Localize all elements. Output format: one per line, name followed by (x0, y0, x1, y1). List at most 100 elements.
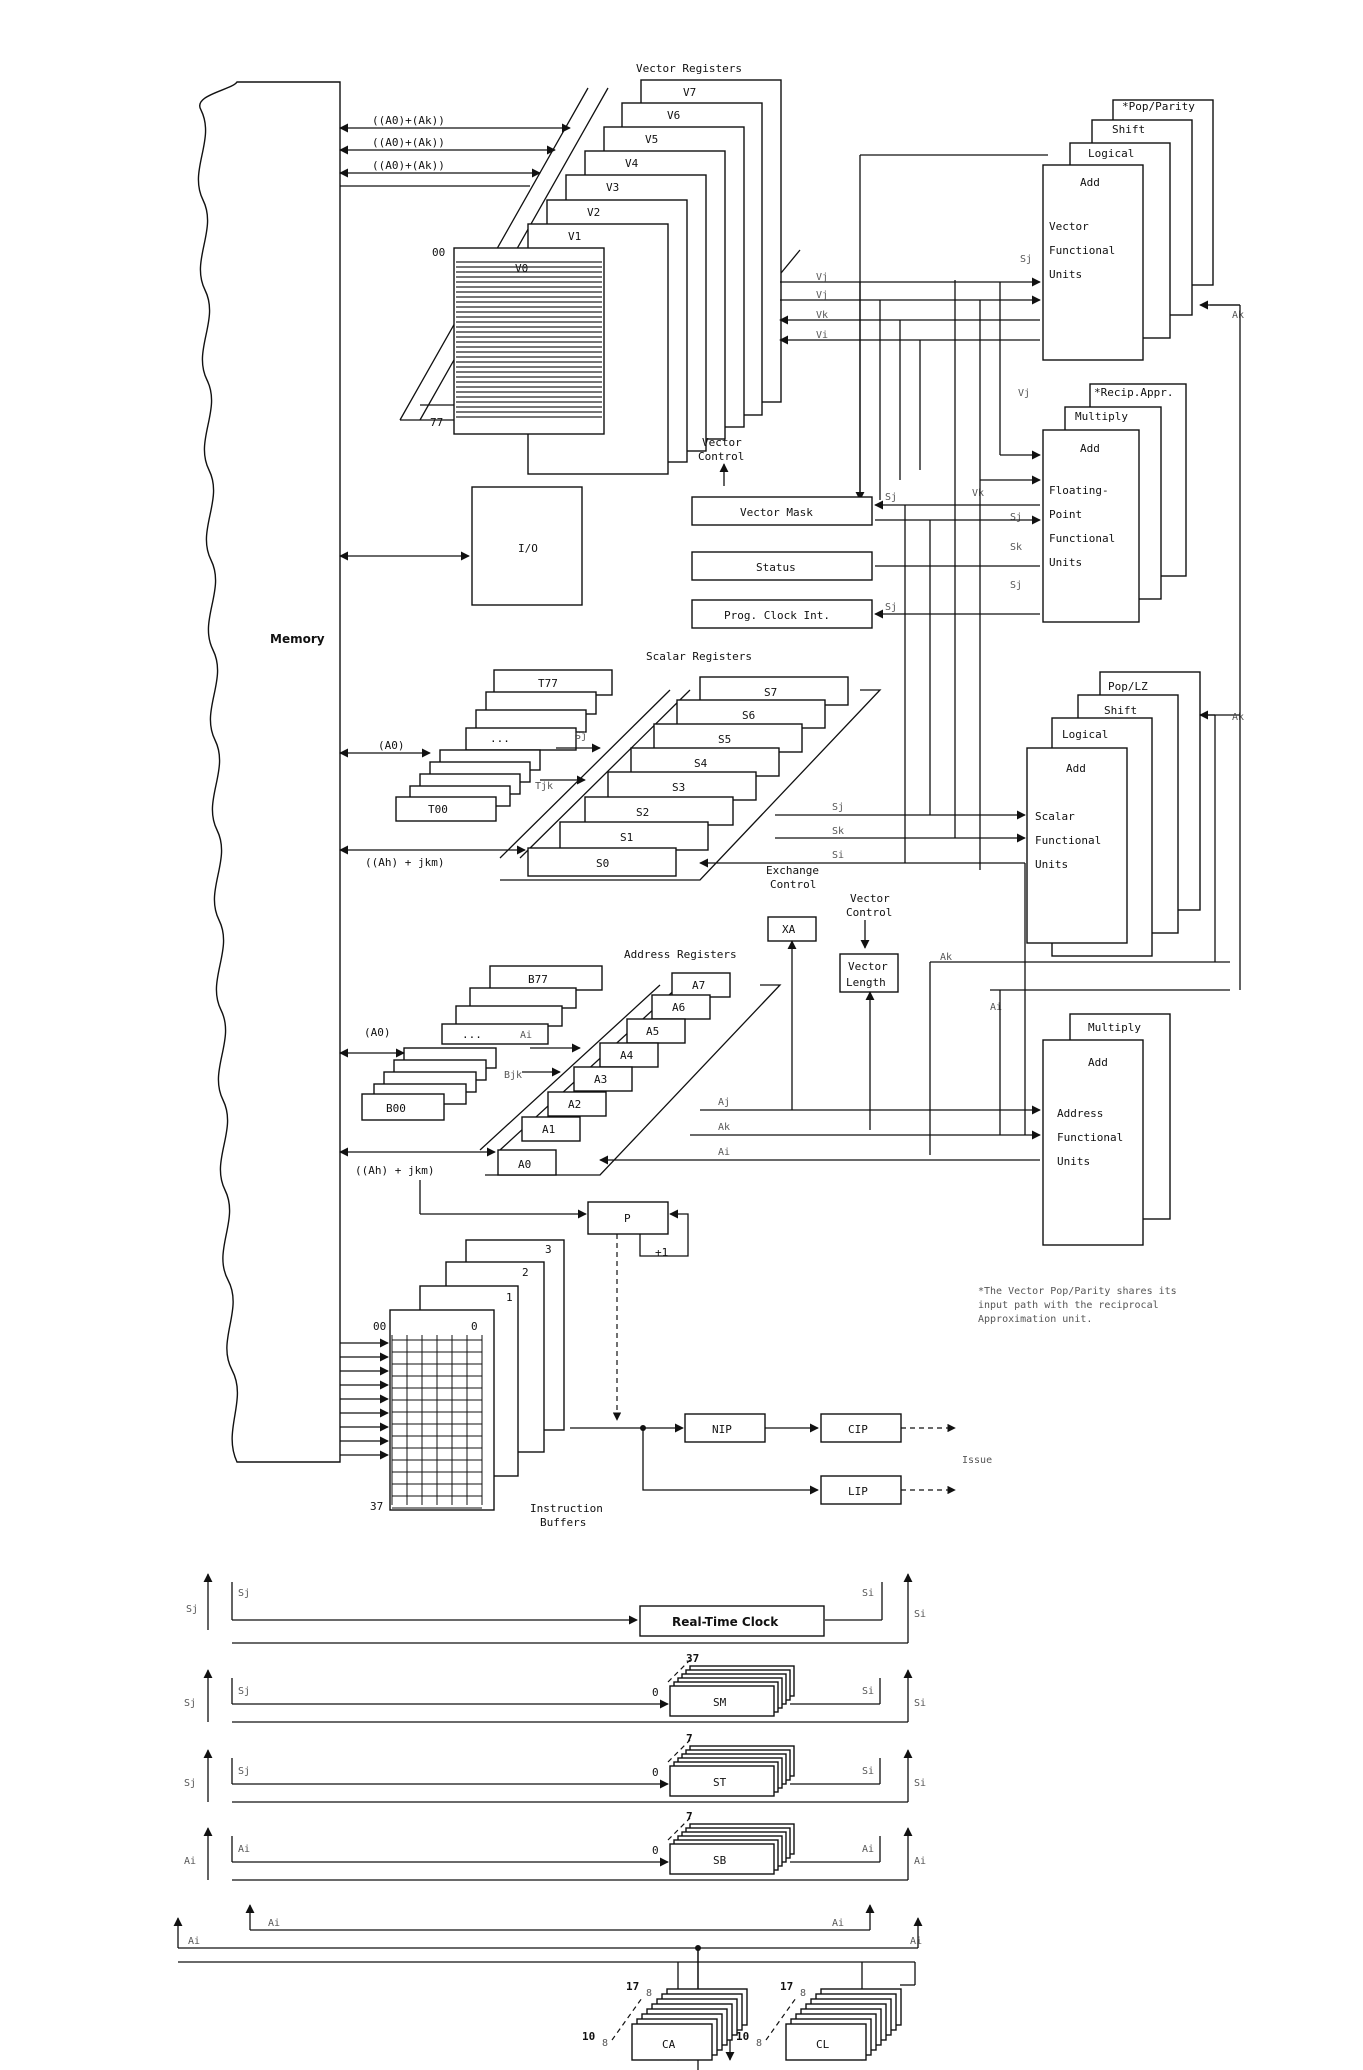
status-label: Status (756, 561, 796, 574)
memory-label: Memory (270, 632, 325, 646)
xa-label: XA (782, 923, 796, 936)
vbus-label: Vi (816, 330, 828, 341)
cl-reg-layer (785, 2023, 867, 2061)
issue-label: Issue (962, 1455, 992, 1466)
fp-input-label: Sj (1010, 580, 1022, 591)
status-box (691, 551, 873, 581)
breg-dots: ... (462, 1028, 482, 1041)
vector-registers: Vector Registers V7 V6 V5 V4 V3 V2 V1 V0… (399, 62, 801, 475)
vunit-caption: Units (1049, 268, 1082, 281)
scalar-registers-title: Scalar Registers (646, 650, 752, 663)
vlength-ak: Ak (940, 952, 952, 963)
vector-functional-units: *Pop/Parity Shift Logical Add Vector Fun… (1042, 99, 1244, 361)
aunit-caption: Functional (1057, 1131, 1123, 1144)
vreg-label: V5 (645, 133, 658, 146)
vbus-label: Vj (816, 290, 828, 301)
fp-input-label: Sk (1010, 542, 1022, 553)
rtc-right-out: Si (862, 1588, 874, 1599)
cl-lo: 10 (736, 2030, 749, 2043)
sunit-caption: Scalar (1035, 810, 1075, 823)
sreg-label: S6 (742, 709, 755, 722)
breg-bottom-label: B00 (386, 1102, 406, 1115)
ibuf-title: Buffers (540, 1516, 586, 1529)
st-left-side: Sj (184, 1778, 196, 1789)
mem-path-label: ((A0)+(Ak)) (372, 114, 445, 127)
st-label: ST (713, 1776, 727, 1789)
vector-registers-title: Vector Registers (636, 62, 742, 75)
vreg-label: V1 (568, 230, 581, 243)
scalar-registers: Scalar Registers S7 S6 S5 S4 S3 S2 S1 S0… (339, 650, 882, 881)
sb-reg-layer (669, 1843, 775, 1875)
areg-label: A3 (594, 1073, 607, 1086)
abus-label: Ai (718, 1147, 730, 1158)
st-right-out: Si (862, 1766, 874, 1777)
prog-clock-box (691, 599, 873, 629)
vlength-reg: Vector (848, 960, 888, 973)
memory-to-buffer-arrows (340, 1338, 389, 1460)
rtc-right-side: Si (914, 1609, 926, 1620)
vlength-title: Control (846, 906, 892, 919)
vlength-title: Vector (850, 892, 890, 905)
ca-reg-layer (631, 2023, 713, 2061)
sbus-label: Si (832, 850, 844, 861)
cl-label: CL (816, 2038, 830, 2051)
breg-side-label: Bjk (504, 1070, 522, 1081)
sunit-ak-label: Ak (1232, 712, 1244, 723)
lip-box (820, 1475, 902, 1505)
mem-path-label: ((A0)+(Ak)) (372, 136, 445, 149)
real-time-clock: Real-Time Clock Sj Si Sj Si (186, 1573, 926, 1644)
sreg-label: S2 (636, 806, 649, 819)
address-registers: Address Registers A7 A6 A5 A4 A3 A2 A1 A… (339, 948, 782, 1177)
areg-mem-a0: (A0) (364, 1026, 391, 1039)
abus-left-1: Ai (268, 1918, 280, 1929)
rtc-left-side: Sj (186, 1604, 198, 1615)
fpunit-caption: Units (1049, 556, 1082, 569)
sm-reg-layer (669, 1685, 775, 1717)
sunit-caption: Functional (1035, 834, 1101, 847)
vreg-label: V2 (587, 206, 600, 219)
io-label: I/O (518, 542, 538, 555)
vmask-sj-label: Sj (885, 492, 897, 503)
vunit-stack-label: Shift (1112, 123, 1145, 136)
ibuf-number: 2 (522, 1266, 529, 1279)
vector-control: Vector Control Vector Mask Status Prog. … (691, 436, 1041, 629)
fp-input-label: Vj (1018, 388, 1030, 399)
sunit-stack-label: Shift (1104, 704, 1137, 717)
fpunit-stack-label: Multiply (1075, 410, 1128, 423)
memory-block: Memory (197, 81, 341, 1463)
scalar-buses: Sj Sk Si (699, 280, 1026, 870)
sunit-stack-label: Logical (1062, 728, 1108, 741)
abus-left-2: Ai (188, 1936, 200, 1947)
abus-right-2: Ai (910, 1936, 922, 1947)
treg-side-label: Tjk (535, 781, 553, 792)
areg-label: A4 (620, 1049, 634, 1062)
scalar-functional-units: Pop/LZ Shift Logical Add Scalar Function… (1026, 671, 1244, 957)
aunit-caption: Units (1057, 1155, 1090, 1168)
vunit-ak-label: Ak (1232, 310, 1244, 321)
vunit-caption: Vector (1049, 220, 1089, 233)
vbus-label: Vj (816, 272, 828, 283)
vector-control-title: Control (698, 450, 744, 463)
sm-right-out: Si (862, 1686, 874, 1697)
vector-length: Vector Control Vector Length Ak Ai (839, 892, 1230, 1155)
sm-count: 37 (686, 1652, 699, 1665)
areg-label: A6 (672, 1001, 685, 1014)
address-functional-units: Multiply Add Address Functional Units (1042, 1013, 1171, 1246)
rtc-label: Real-Time Clock (672, 1615, 779, 1629)
exchange-control: Exchange Control XA (766, 864, 819, 1110)
pclock-sj-label: Sj (885, 602, 897, 613)
cl-hi-sub: 8 (800, 1988, 806, 1999)
st-right-side: Si (914, 1778, 926, 1789)
aunit-stack-label: Multiply (1088, 1021, 1141, 1034)
vunit-stack-label: Add (1080, 176, 1100, 189)
memory-vector-paths: ((A0)+(Ak)) ((A0)+(Ak)) ((A0)+(Ak)) (339, 114, 571, 187)
sreg-mem-path: ((Ah) + jkm) (365, 856, 444, 869)
ca-lo: 10 (582, 2030, 595, 2043)
fp-input-label: Vk (972, 488, 984, 499)
sb-left-side: Ai (184, 1856, 196, 1867)
